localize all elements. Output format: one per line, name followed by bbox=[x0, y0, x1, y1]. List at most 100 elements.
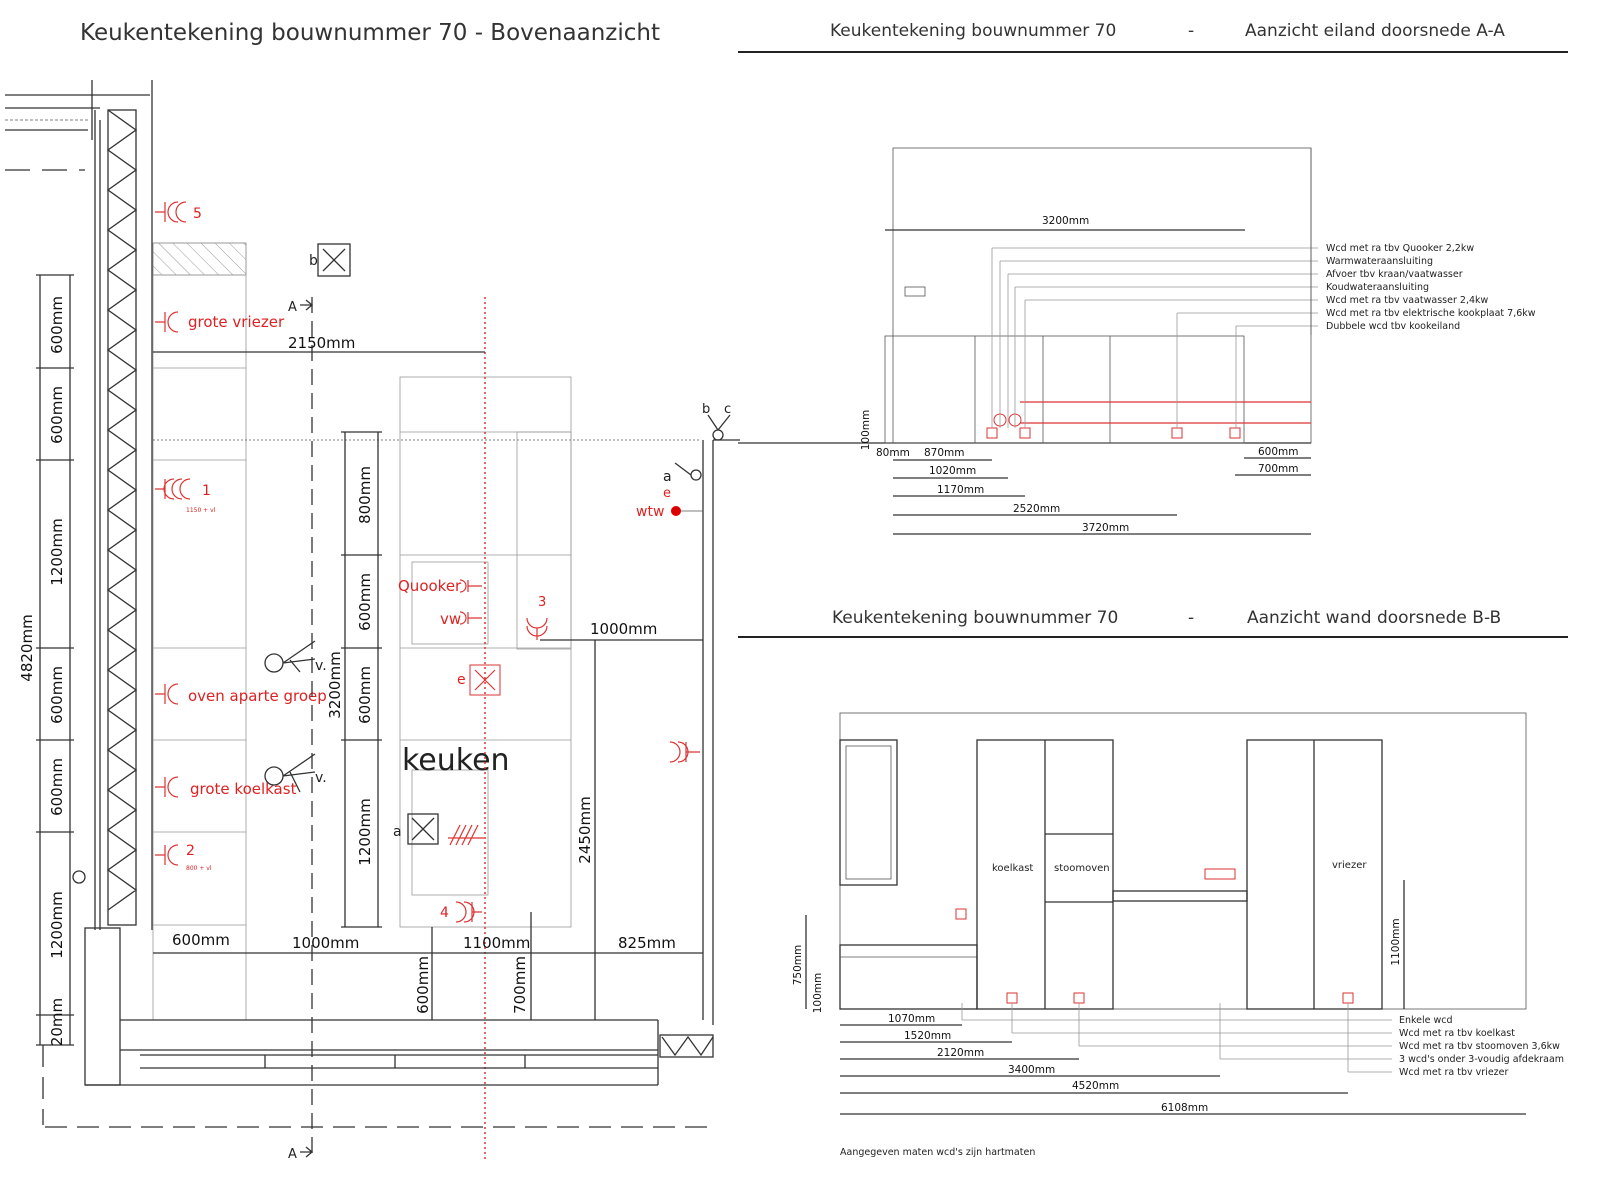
aa-dim-3720: 3720mm bbox=[1082, 522, 1129, 534]
spotlights: v. v. bbox=[264, 640, 327, 793]
aa-dimension-chain: 80mm 870mm 1020mm 1170mm 2520mm 3720mm 6… bbox=[876, 446, 1311, 535]
section-a-bottom: A bbox=[288, 1147, 297, 1162]
bb-dim-750: 750mm bbox=[792, 945, 804, 986]
vw-label: vw bbox=[440, 610, 461, 628]
bb-legend-item: Wcd met ra tbv stoomoven 3,6kw bbox=[1399, 1041, 1560, 1052]
outlet-2-sub: 800 + vl bbox=[186, 865, 212, 872]
dim-left-1: 600mm bbox=[48, 296, 66, 354]
plan-dimensions: 2150mm 800mm 600mm 600mm 1200mm 3200mm 2… bbox=[153, 334, 703, 1020]
aa-legend: Wcd met ra tbv Quooker 2,2kw Warmwateraa… bbox=[1310, 148, 1536, 335]
outlet-4-label: 4 bbox=[440, 905, 449, 921]
aa-dim-80: 80mm bbox=[876, 447, 910, 459]
dim-island-2: 600mm bbox=[356, 573, 374, 631]
light-a-label: a bbox=[393, 824, 402, 840]
dim-island-4: 1200mm bbox=[356, 798, 374, 865]
dim-left-7: 20mm bbox=[48, 998, 66, 1046]
bb-dim-100: 100mm bbox=[812, 973, 824, 1014]
spot-v1-label: v. bbox=[315, 658, 327, 674]
left-dimensions: 600mm 600mm 1200mm 600mm 600mm 1200mm 20… bbox=[18, 274, 86, 1125]
switch-b-label: b bbox=[702, 402, 710, 417]
quooker-label: Quooker bbox=[398, 577, 462, 595]
outlet-2-label: 2 bbox=[186, 843, 195, 859]
dim-1000-right: 1000mm bbox=[590, 620, 657, 638]
wall-top-left bbox=[5, 80, 153, 171]
dim-3200: 3200mm bbox=[326, 651, 344, 718]
dim-total: 4820mm bbox=[18, 614, 36, 681]
bb-dim-1100: 1100mm bbox=[1390, 918, 1402, 965]
section-aa-title-left: Keukentekening bouwnummer 70 bbox=[830, 21, 1116, 41]
bb-footnote: Aangegeven maten wcd's zijn hartmaten bbox=[840, 1147, 1035, 1158]
aa-legend-item: Wcd met ra tbv Quooker 2,2kw bbox=[1326, 243, 1474, 254]
bb-dim-2120: 2120mm bbox=[937, 1047, 984, 1059]
dim-bottom-1: 600mm bbox=[172, 931, 230, 949]
section-bb-title-left: Keukentekening bouwnummer 70 bbox=[832, 608, 1118, 628]
island-e-label: e bbox=[457, 672, 466, 688]
dim-left-6: 1200mm bbox=[48, 891, 66, 958]
dim-island-3: 600mm bbox=[356, 666, 374, 724]
oven-label: oven aparte groep bbox=[188, 687, 327, 705]
tall-cabinets bbox=[152, 242, 700, 1021]
outlet-5-label: 5 bbox=[193, 206, 202, 222]
aa-dim-700: 700mm bbox=[1258, 463, 1299, 475]
aa-dim-100: 100mm bbox=[860, 410, 872, 451]
section-aa: Keukentekening bouwnummer 70 - Aanzicht … bbox=[738, 21, 1568, 535]
switch-c-label: c bbox=[724, 402, 731, 417]
section-bb-title-right: Aanzicht wand doorsnede B-B bbox=[1247, 608, 1501, 628]
dim-2450: 2450mm bbox=[576, 796, 594, 863]
bb-dim-4520: 4520mm bbox=[1072, 1080, 1119, 1092]
dim-bottom-3: 1100mm bbox=[463, 934, 530, 952]
room-label: keuken bbox=[402, 743, 510, 778]
dim-bottom-2: 1000mm bbox=[292, 934, 359, 952]
dim-left-3: 1200mm bbox=[48, 518, 66, 585]
dim-bottom-v1: 600mm bbox=[414, 956, 432, 1014]
aa-dim-870: 870mm bbox=[924, 447, 965, 459]
wtw-e-label: e bbox=[663, 486, 671, 501]
bb-dimension-chain: 1070mm 1520mm 2120mm 3400mm 4520mm 6108m… bbox=[840, 1013, 1526, 1115]
spot-v2-label: v. bbox=[315, 770, 327, 786]
bb-dim-6108: 6108mm bbox=[1161, 1102, 1208, 1114]
bb-legend-item: Wcd met ra tbv koelkast bbox=[1399, 1028, 1515, 1039]
aa-dim-2520: 2520mm bbox=[1013, 503, 1060, 515]
bb-dim-3400: 3400mm bbox=[1008, 1064, 1055, 1076]
cabinet-vriezer: vriezer bbox=[1332, 860, 1367, 871]
ceiling-light-b: b bbox=[309, 243, 351, 277]
bb-dim-1520: 1520mm bbox=[904, 1030, 951, 1042]
aa-legend-item: Koudwateraansluiting bbox=[1326, 282, 1429, 293]
wtw-label: wtw bbox=[636, 504, 664, 520]
bb-legend: Enkele wcd Wcd met ra tbv koelkast Wcd m… bbox=[1399, 1015, 1564, 1078]
aa-legend-item: Dubbele wcd tbv kookeiland bbox=[1326, 321, 1460, 332]
light-b-label: b bbox=[309, 253, 318, 269]
section-bb: Keukentekening bouwnummer 70 - Aanzicht … bbox=[738, 608, 1568, 1158]
dim-left-2: 600mm bbox=[48, 386, 66, 444]
dim-left-4: 600mm bbox=[48, 666, 66, 724]
bb-sockets bbox=[955, 868, 1354, 1004]
plan-title: Keukentekening bouwnummer 70 - Bovenaanz… bbox=[80, 20, 660, 46]
outlet-1-label: 1 bbox=[202, 483, 211, 499]
switch-a-label: a bbox=[663, 469, 672, 485]
bb-dim-1070: 1070mm bbox=[888, 1013, 935, 1025]
bb-legend-item: Enkele wcd bbox=[1399, 1015, 1453, 1026]
dim-2150: 2150mm bbox=[288, 334, 355, 352]
aa-dim-1020: 1020mm bbox=[929, 465, 976, 477]
right-wall: b c a e wtw bbox=[636, 402, 740, 1025]
aa-legend-item: Wcd met ra tbv elektrische kookplaat 7,6… bbox=[1326, 308, 1536, 319]
dim-bottom-v2: 700mm bbox=[511, 956, 529, 1014]
cabinet-koelkast: koelkast bbox=[992, 863, 1033, 874]
grote-vriezer-label: grote vriezer bbox=[188, 313, 285, 331]
dim-left-5: 600mm bbox=[48, 758, 66, 816]
aa-legend-item: Warmwateraansluiting bbox=[1326, 256, 1433, 267]
aa-dim-600: 600mm bbox=[1258, 446, 1299, 458]
section-bb-separator: - bbox=[1188, 608, 1194, 628]
section-aa-title-right: Aanzicht eiland doorsnede A-A bbox=[1245, 21, 1505, 41]
bottom-wall bbox=[45, 927, 714, 1128]
aa-dim-1170: 1170mm bbox=[937, 484, 984, 496]
kitchen-island: Quooker vw e keuken a bbox=[393, 376, 572, 928]
outlet-1-sub: 1150 + vl bbox=[186, 507, 216, 514]
exterior-wall bbox=[94, 105, 153, 930]
dim-island-1: 800mm bbox=[356, 466, 374, 524]
dim-bottom-4: 825mm bbox=[618, 934, 676, 952]
aa-legend-item: Afvoer tbv kraan/vaatwasser bbox=[1326, 269, 1463, 280]
section-a-top: A bbox=[288, 300, 297, 315]
outlet-3-label: 3 bbox=[538, 595, 546, 610]
